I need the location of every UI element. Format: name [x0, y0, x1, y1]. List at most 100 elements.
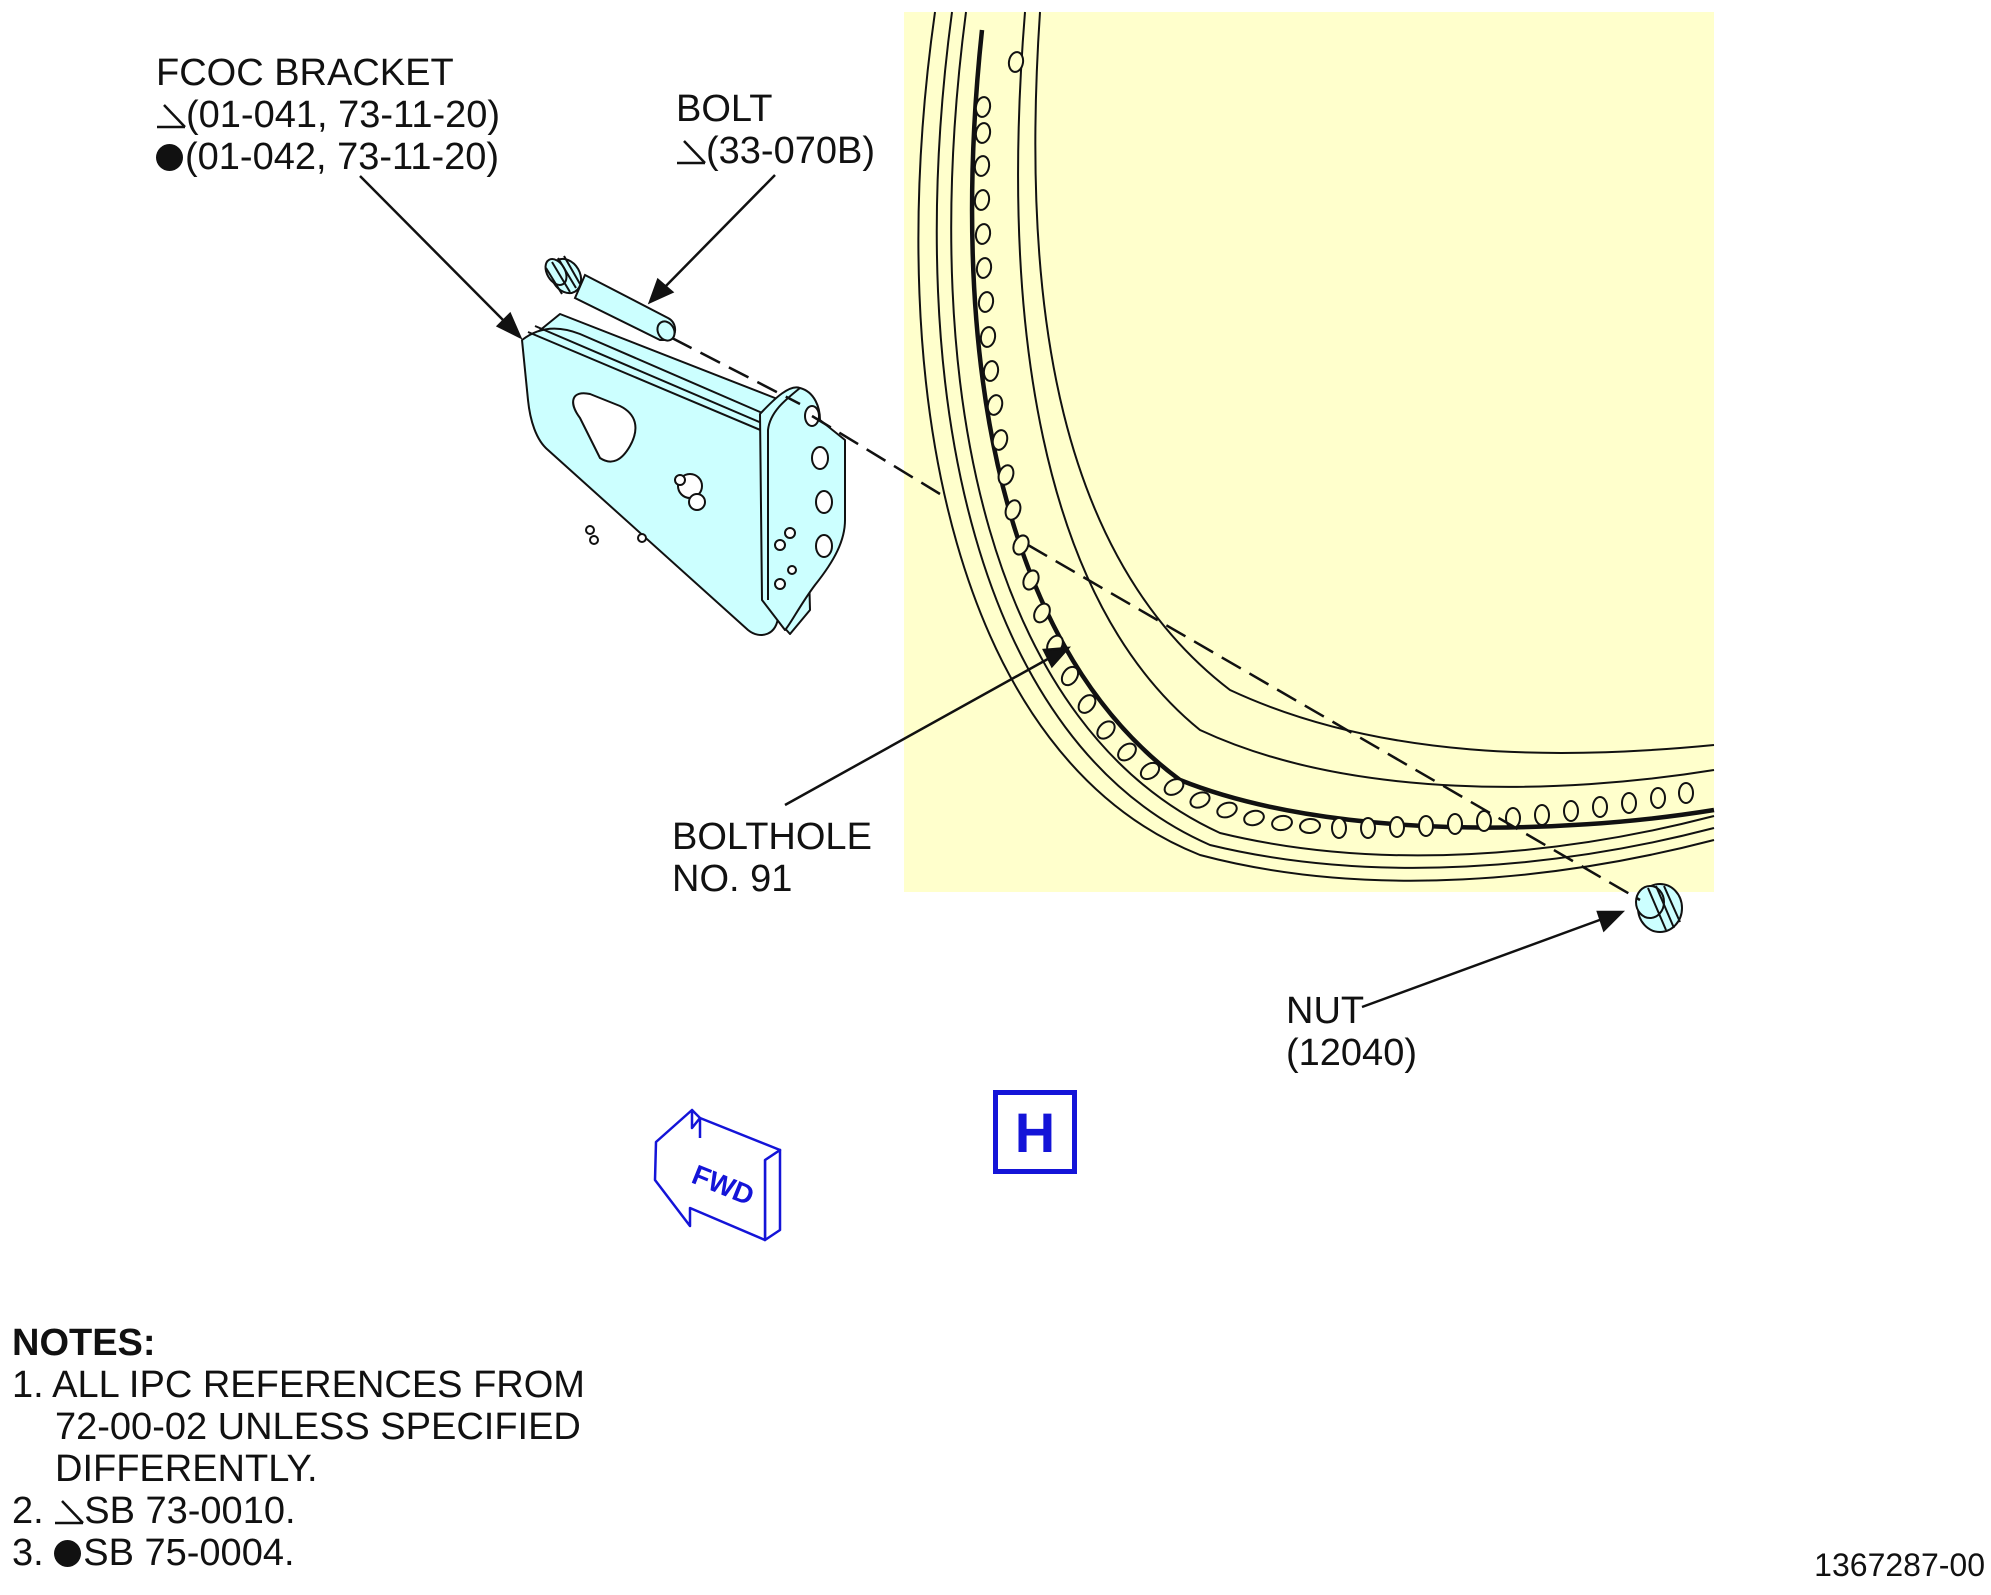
- flange-bolt-circle-edge: [1017, 11, 1715, 788]
- document-number: 1367287-00: [1814, 1547, 1985, 1583]
- bolt-hole: [1007, 51, 1025, 73]
- nut-label: NUT (12040): [1286, 990, 1417, 1074]
- bracket-hole: [674, 474, 686, 486]
- bolt-head-knurl: [545, 255, 581, 295]
- flange-inner-rail-thick: [969, 29, 1715, 830]
- fwd-arrow-side: [763, 1148, 782, 1242]
- assembly-centerlines: [671, 336, 1641, 902]
- bolt-hole: [1360, 817, 1376, 839]
- bolt-to-bracket-line: [671, 336, 801, 406]
- bolt-hole: [975, 257, 993, 279]
- bracket-hole: [585, 525, 595, 535]
- bolt-hole: [979, 326, 997, 348]
- flange-hole: [815, 490, 833, 514]
- bracket-hole: [688, 493, 706, 511]
- bolt-hole: [1117, 742, 1137, 762]
- note-3: 3. SB 75-0004.: [12, 1532, 585, 1574]
- bolthole-line1: BOLTHOLE: [672, 816, 872, 858]
- bolt-hole: [977, 291, 995, 313]
- view-h-letter: H: [1014, 1100, 1056, 1164]
- bolt-hole: [1299, 817, 1321, 835]
- fwd-arrow-top: [691, 1109, 702, 1138]
- bolthole-leader: [784, 653, 1056, 807]
- bolt-hole: [1447, 813, 1463, 835]
- note-3-text: SB 75-0004.: [83, 1532, 295, 1574]
- bolt-hole: [1033, 602, 1051, 624]
- fwd-arrow-icon: FWD: [653, 1108, 782, 1242]
- bolt-leader-arrow: [647, 277, 675, 305]
- nut-leader: [1361, 916, 1606, 1009]
- bolt-hole: [1012, 534, 1030, 556]
- bolt-hole: [1650, 787, 1666, 809]
- flange-outer-rail-2: [935, 11, 1715, 869]
- flange-hole-small: [787, 565, 797, 575]
- bolt-hole: [1331, 817, 1347, 839]
- bolt-ref-row: (33-070B): [676, 130, 875, 172]
- note-3-prefix: 3.: [12, 1532, 55, 1574]
- fcoc-bracket: [521, 313, 846, 636]
- bolt-hole: [973, 155, 991, 177]
- bolt-ref: (33-070B): [706, 130, 875, 172]
- bolt-hole: [986, 394, 1004, 416]
- bolt-hole: [1476, 810, 1492, 832]
- bolt-hole: [1621, 792, 1637, 814]
- nut-knurl: [1647, 885, 1681, 931]
- bolt-hole: [1534, 804, 1550, 826]
- flange-ring: [917, 11, 1715, 882]
- nut-leader-arrow: [1596, 910, 1626, 933]
- bolt-leader: [659, 174, 776, 293]
- bolt-hole: [991, 429, 1009, 451]
- bracket-to-flange-line: [811, 414, 941, 496]
- bolt-hole: [974, 96, 992, 118]
- bolt-hole: [1592, 796, 1608, 818]
- bolt-hole: [1216, 801, 1238, 819]
- sb-dot-icon: [156, 144, 183, 171]
- bracket-flange: [759, 386, 846, 631]
- note-1-line-2: 72-00-02 UNLESS SPECIFIED: [55, 1406, 581, 1448]
- flange-hole-small: [784, 527, 796, 539]
- flange-hole-small: [774, 578, 786, 590]
- bolt-hole: [1077, 694, 1097, 714]
- bolt-hole: [1678, 782, 1694, 804]
- notes-title: NOTES:: [12, 1322, 156, 1364]
- bolt-hole: [974, 122, 992, 144]
- bolt-hole: [1389, 816, 1405, 838]
- fwd-arrow-body: [653, 1108, 782, 1242]
- sb-triangle-icon: [156, 99, 186, 129]
- fcoc-leader-arrow: [495, 311, 523, 340]
- notes-block: NOTES: 1. ALL IPC REFERENCES FROM 72-00-…: [12, 1322, 585, 1574]
- flange-outer-rail-1: [917, 11, 1715, 882]
- flange-hole: [815, 534, 833, 558]
- view-h-label: H: [993, 1090, 1077, 1174]
- bolt-hole: [1418, 815, 1434, 837]
- note-2-prefix: 2.: [12, 1490, 55, 1532]
- bolt-hole: [1096, 720, 1116, 740]
- bracket-hole: [589, 535, 599, 545]
- bolt-hole: [1139, 761, 1161, 781]
- nut-part: [1635, 883, 1683, 933]
- note-1-line-1: 1. ALL IPC REFERENCES FROM: [12, 1364, 585, 1406]
- flange-to-nut-line: [1027, 543, 1641, 902]
- bolthole-leader-arrow: [1042, 646, 1072, 669]
- nut-title: NUT: [1286, 990, 1365, 1032]
- flange-mid-rail: [950, 11, 1715, 857]
- bolt-holes: [973, 51, 1694, 839]
- fcoc-ref2: (01-042, 73-11-20): [185, 136, 500, 178]
- bracket-hole: [637, 533, 647, 543]
- fcoc-ref1: (01-041, 73-11-20): [186, 94, 501, 136]
- bracket-flange-edge: [767, 387, 801, 600]
- nut-ref: (12040): [1286, 1032, 1417, 1074]
- leader-lines: [359, 174, 1626, 1009]
- bolt-tip: [656, 320, 676, 342]
- note-1-line-3: DIFFERENTLY.: [55, 1448, 318, 1490]
- sb-triangle-icon: [54, 1495, 85, 1525]
- highlight-zone: [904, 12, 1714, 892]
- flange-inner-edge: [1034, 11, 1715, 754]
- bolt-hole: [982, 360, 1000, 382]
- sb-triangle-icon: [676, 135, 706, 165]
- bolt-hole: [1271, 814, 1293, 832]
- bolt-hole: [1060, 665, 1080, 687]
- bolthole-line2: NO. 91: [672, 858, 793, 900]
- bolt-hole: [1022, 569, 1040, 591]
